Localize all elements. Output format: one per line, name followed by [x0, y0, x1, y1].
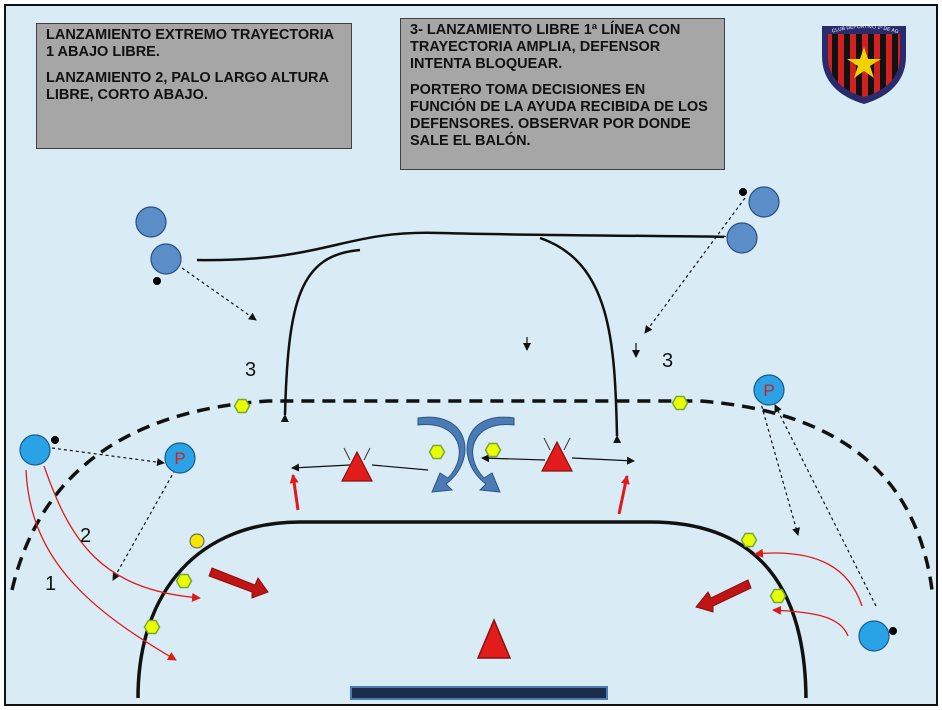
cone-icon: [143, 619, 161, 635]
cone-icon: [484, 442, 502, 458]
shot-arrow-right: [695, 579, 752, 613]
pivot-label: P: [763, 381, 774, 400]
defender: [541, 437, 573, 472]
left-back-run: [280, 248, 361, 423]
ball-icon: [739, 188, 747, 196]
cone-icon: [740, 532, 758, 548]
goal-area-line: [136, 520, 808, 699]
left-wing-player: [19, 434, 51, 466]
block-arrow-right: [617, 475, 630, 515]
attacker: [748, 186, 780, 218]
instruction-text: LANZAMIENTO 2, PALO LARGO ALTURA LIBRE, …: [46, 70, 329, 103]
defender-shift-arrow: [371, 464, 429, 471]
shot-label-3-left: 3: [245, 359, 257, 381]
goal: [350, 686, 608, 700]
instruction-box-right: 3- LANZAMIENTO LIBRE 1ª LÍNEA CON TRAYEC…: [400, 18, 725, 170]
pass-line: [644, 197, 746, 334]
attacker: [726, 222, 758, 254]
attacker: [135, 206, 167, 238]
block-arrow-left: [289, 474, 300, 511]
pass-line: [51, 447, 165, 467]
defender: [341, 447, 373, 482]
ball-icon: [189, 533, 205, 549]
ball-icon: [51, 436, 59, 444]
long-shot-path: [196, 231, 727, 262]
cone-icon: [428, 444, 446, 460]
pass-line: [759, 399, 800, 536]
attacker: [150, 243, 182, 275]
trajectory-label-2: 2: [80, 525, 92, 547]
pass-line: [774, 404, 877, 607]
wing-shot-2: [43, 465, 201, 602]
pivot-right: P: [753, 374, 785, 406]
cone-icon: [769, 588, 787, 604]
pivot-left: P: [164, 442, 196, 474]
cone-icon: [233, 398, 251, 414]
cone-icon: [175, 573, 193, 589]
trajectory-label-1: 1: [45, 573, 57, 595]
instruction-box-left: LANZAMIENTO EXTREMO TRAYECTORIA 1 ABAJO …: [36, 23, 352, 149]
instruction-text: PORTERO TOMA DECISIONES EN FUNCIÓN DE LA…: [410, 82, 708, 149]
ball-icon: [153, 277, 161, 285]
wing-shot-1: [25, 469, 177, 661]
goalkeeper: [476, 618, 512, 659]
shot-label-3-right: 3: [662, 350, 674, 372]
right-back-run: [539, 236, 622, 444]
defender-shift-arrow: [291, 463, 351, 472]
right-wing-player: [858, 620, 890, 652]
pivot-label: P: [174, 449, 185, 468]
rotation-arrow-icon: [417, 416, 515, 493]
right-wing-path: [772, 605, 849, 637]
instruction-text: 3- LANZAMIENTO LIBRE 1ª LÍNEA CON TRAYEC…: [410, 22, 681, 72]
defender-shift-arrow: [481, 454, 546, 463]
free-throw-line: [10, 399, 934, 591]
defender-shift-arrow: [571, 456, 635, 465]
ball-icon: [889, 627, 897, 635]
instruction-text: LANZAMIENTO EXTREMO TRAYECTORIA 1 ABAJO …: [46, 27, 334, 60]
cone-icon: [671, 395, 689, 411]
shot-arrow-left: [208, 567, 269, 599]
right-wing-path: [754, 548, 863, 607]
